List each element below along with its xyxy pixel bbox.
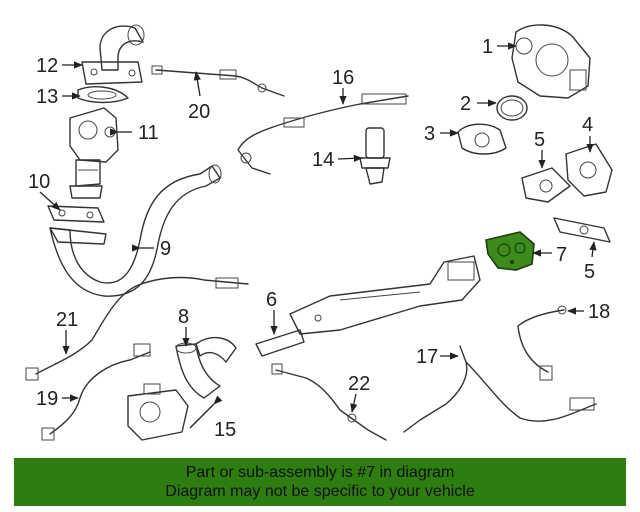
callout-14: 14 (312, 149, 334, 171)
leader-lines (39, 42, 597, 429)
callout-17: 17 (416, 346, 438, 368)
fitment-notice-banner: Part or sub-assembly is #7 in diagram Di… (14, 458, 626, 506)
part-3-gasket[interactable] (457, 123, 507, 155)
callout-10: 10 (28, 171, 50, 193)
part-5-gasket-lower[interactable] (553, 217, 611, 243)
part-9-egr-pipe[interactable] (49, 164, 222, 297)
banner-line-disclaimer: Diagram may not be specific to your vehi… (165, 483, 475, 500)
callout-1: 1 (482, 36, 493, 58)
part-20-temp-sensor[interactable] (151, 65, 285, 97)
part-13-gasket[interactable] (77, 86, 129, 104)
part-1-throttle-body[interactable] (511, 24, 591, 99)
callout-9: 9 (160, 238, 171, 260)
callout-19: 19 (36, 388, 58, 410)
callout-11: 11 (138, 122, 159, 144)
part-17-sensor-cable[interactable] (403, 345, 597, 433)
callout-15: 15 (214, 419, 236, 441)
part-2-o-ring[interactable] (496, 95, 528, 121)
callout-8: 8 (178, 306, 189, 328)
callout-22: 22 (348, 373, 370, 395)
part-12-elbow[interactable] (81, 24, 145, 85)
callout-2: 2 (460, 93, 471, 115)
part-21-sensor-harness[interactable] (25, 276, 249, 381)
callout-4: 4 (582, 114, 593, 136)
part-22-sensor[interactable] (271, 363, 387, 441)
part-6-egr-cooler[interactable] (255, 255, 481, 357)
callout-5-lower: 5 (584, 261, 595, 283)
callout-7: 7 (556, 244, 567, 266)
part-14-pressure-sensor[interactable] (359, 127, 391, 185)
part-11-egr-valve[interactable] (69, 107, 119, 199)
part-10-flange[interactable] (47, 205, 105, 223)
callout-6: 6 (266, 289, 277, 311)
callout-20: 20 (188, 101, 210, 123)
part-16-sensor-wire[interactable] (237, 93, 409, 175)
part-19-sensor-harness[interactable] (41, 343, 151, 441)
callout-3: 3 (424, 123, 435, 145)
callout-5-upper: 5 (534, 129, 545, 151)
callout-labels: 1 2 3 4 5 5 6 7 8 9 10 11 12 13 14 15 16… (28, 36, 610, 441)
part-18-sensor-cable[interactable] (517, 305, 567, 381)
banner-line-part-number: Part or sub-assembly is #7 in diagram (185, 464, 455, 481)
part-15-solenoid[interactable] (127, 383, 189, 441)
callout-16: 16 (332, 67, 354, 89)
callout-18: 18 (588, 301, 610, 323)
callout-21: 21 (56, 309, 78, 331)
part-5-gasket-upper[interactable] (521, 167, 571, 203)
part-8-hose[interactable] (175, 337, 237, 399)
callout-13: 13 (36, 86, 58, 108)
part-4-flange[interactable] (565, 143, 613, 197)
callout-12: 12 (36, 55, 58, 77)
part-7-gasket-highlighted[interactable] (485, 231, 535, 271)
exploded-parts-diagram: 1 2 3 4 5 5 6 7 8 9 10 11 12 13 14 15 16… (25, 24, 613, 441)
